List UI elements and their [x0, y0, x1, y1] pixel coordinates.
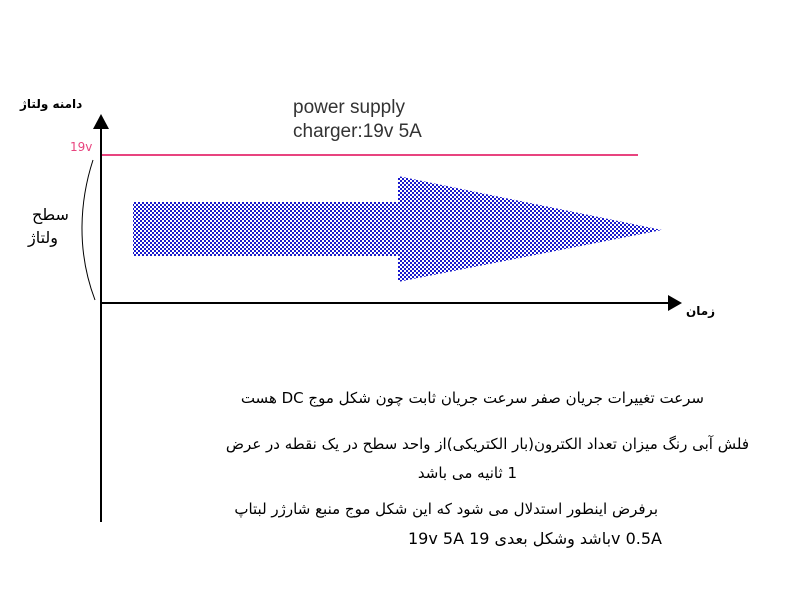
x-axis-label: زمان — [686, 304, 716, 318]
y-axis-arrowhead — [93, 114, 109, 129]
voltage-level-label: 19v — [70, 140, 93, 154]
note-line-2: فلش آبی رنگ میزان تعداد الکترون(بار الکت… — [225, 435, 749, 453]
note-line-3: 1 ثانیه می باشد — [417, 464, 517, 482]
current-flow-arrow — [133, 176, 662, 282]
chart-title-line2: charger:19v 5A — [293, 121, 422, 142]
voltage-level-bracket — [81, 159, 96, 301]
note-line-4: برفرض اینطور استدلال می شود که این شکل م… — [234, 500, 658, 518]
voltage-side-label-line2: ولتاژ — [28, 228, 59, 247]
y-axis-label: دامنه ولتاژ — [20, 97, 83, 111]
voltage-side-label-line1: سطح — [32, 205, 69, 224]
chart-title-line1: power supply — [293, 97, 405, 118]
note-line-1: سرعت تغییرات جریان صفر سرعت جریان ثابت چ… — [240, 389, 704, 407]
x-axis-arrowhead — [668, 295, 682, 311]
note-line-5: 19v 5A باشد وشکل بعدی 19v 0.5A — [407, 529, 662, 548]
